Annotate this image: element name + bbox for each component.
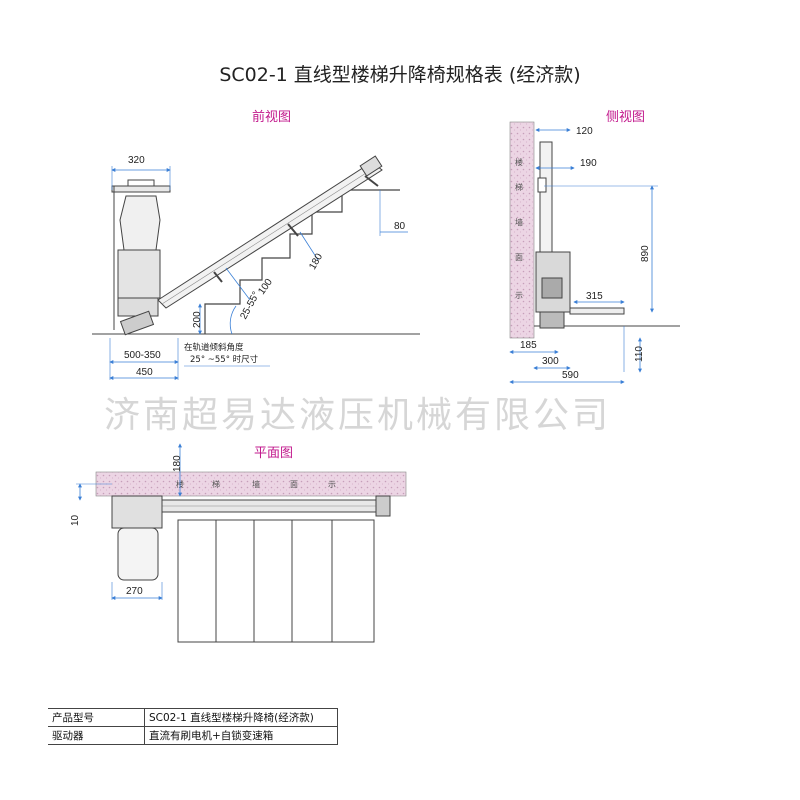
side-wall-char-5: 示 (515, 291, 523, 300)
dim-200: 200 (192, 311, 203, 328)
dim-angle: 25-55° (238, 290, 262, 321)
plan-dim-270: 270 (126, 586, 143, 597)
side-wall-char-1: 楼 (515, 157, 523, 167)
page-title: SC02-1 直线型楼梯升降椅规格表 (经济款) (219, 64, 581, 86)
side-backrest (539, 141, 553, 253)
side-wall-char-2: 梯 (515, 182, 523, 192)
dim-450: 450 (136, 367, 153, 378)
plan-wall-char-3: 墙 (252, 479, 260, 489)
spec-value: 直流有刷电机+自锁变速箱 (144, 726, 338, 745)
plan-view: 楼 梯 墙 面 示 180 10 2 (70, 443, 407, 643)
dim-315: 315 (586, 291, 603, 302)
table-row: 驱动器 直流有刷电机+自锁变速箱 (48, 726, 338, 745)
spec-label: 产品型号 (48, 708, 145, 727)
plan-stairs (177, 519, 375, 643)
angle-note-line1: 在轨道倾斜角度 (184, 342, 244, 353)
plan-wall (95, 471, 407, 497)
dim-120: 120 (576, 126, 593, 137)
side-wall-char-4: 面 (515, 253, 523, 262)
dim-190: 190 (580, 158, 597, 169)
spec-label: 驱动器 (48, 726, 145, 745)
front-view: 320 80 180 100 25-55° 200 在轨道倾斜角度 25° ~5… (92, 155, 420, 380)
dim-320: 320 (128, 155, 145, 166)
plan-chair (111, 495, 163, 529)
dim-185: 185 (520, 340, 537, 351)
side-wall (509, 121, 535, 339)
watermark: 济南超易达液压机械有限公司 (104, 395, 612, 436)
table-row: 产品型号 SC02-1 直线型楼梯升降椅(经济款) (48, 708, 338, 727)
plan-wall-char-4: 面 (290, 480, 298, 489)
angle-note-line2: 25° ~55° 时尺寸 (190, 354, 259, 365)
front-view-label: 前视图 (252, 110, 292, 125)
dim-110: 110 (634, 346, 645, 362)
dim-890: 890 (640, 245, 651, 262)
spec-value: SC02-1 直线型楼梯升降椅(经济款) (144, 708, 338, 727)
dim-300: 300 (542, 356, 559, 367)
dim-80: 80 (394, 221, 406, 232)
plan-dim-10: 10 (70, 514, 81, 526)
side-view: 楼 梯 墙 面 示 120 190 890 315 185 (509, 121, 680, 384)
plan-wall-char-5: 示 (328, 480, 336, 489)
plan-dim-180: 180 (172, 455, 183, 472)
dim-590: 590 (562, 370, 579, 381)
side-wall-char-3: 墙 (515, 217, 523, 227)
plan-wall-char-2: 梯 (212, 479, 220, 489)
chair-front (111, 179, 171, 336)
dim-180: 180 (307, 251, 325, 271)
plan-view-label: 平面图 (254, 446, 294, 461)
side-view-label: 侧视图 (606, 110, 646, 125)
plan-seat (117, 527, 159, 581)
spec-table: 产品型号 SC02-1 直线型楼梯升降椅(经济款) 驱动器 直流有刷电机+自锁变… (48, 708, 338, 745)
dim-500-350: 500-350 (124, 350, 161, 361)
side-footrest (569, 307, 625, 315)
